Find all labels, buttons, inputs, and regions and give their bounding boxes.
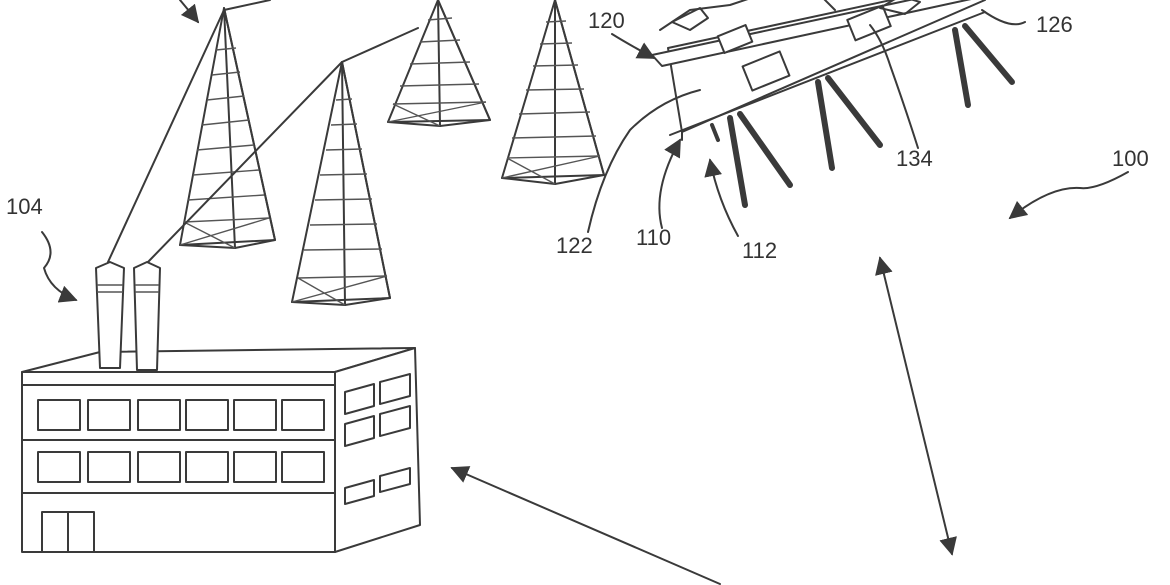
label-126: 126: [1036, 12, 1073, 37]
vessel-platform: [651, 0, 1015, 208]
factory-windows-lower: [37, 451, 325, 483]
vessel-legs: [710, 23, 1015, 208]
label-134: 134: [896, 146, 933, 171]
label-104: 104: [6, 194, 43, 219]
arrow-factory-link: [450, 466, 721, 585]
label-122: 122: [556, 233, 593, 258]
label-112: 112: [742, 238, 777, 263]
tower-2: [387, 0, 491, 127]
tower-3: [291, 61, 391, 306]
factory-windows-upper: [37, 399, 325, 431]
smokestacks: [95, 261, 161, 371]
label-100: 100: [1112, 146, 1149, 171]
label-120: 120: [588, 8, 625, 33]
factory-side-windows: [344, 373, 411, 505]
tower-1: [179, 7, 276, 249]
factory-building: [21, 347, 421, 553]
arrow-vessel-link: [875, 256, 957, 556]
tower-4: [501, 0, 605, 185]
label-110: 110: [636, 225, 671, 250]
power-lines: [107, 0, 419, 263]
leader-lines: [41, 0, 1129, 303]
